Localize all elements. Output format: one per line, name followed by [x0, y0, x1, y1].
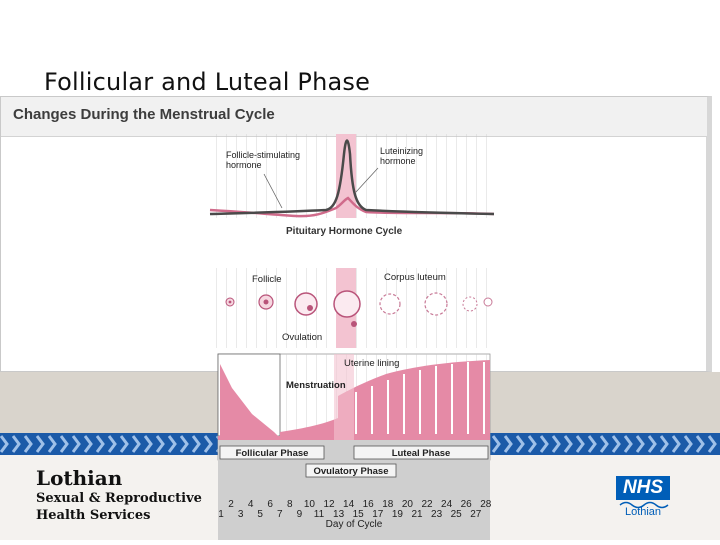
lining-glands [355, 362, 485, 434]
hormone-panel: Follicle-stimulating hormone Luteinizing… [209, 134, 495, 237]
lh-curve [209, 139, 495, 216]
nhs-logo: NHS Lothian [612, 476, 674, 524]
day-number: 15 [353, 509, 365, 520]
lh-label-line2: hormone [380, 156, 416, 166]
ovulation-label: Ovulation [282, 332, 322, 343]
day-number: 19 [392, 509, 404, 520]
day-number: 24 [441, 499, 453, 510]
growing-lining [280, 418, 338, 436]
diagram-svg: Follicle-stimulating hormone Luteinizing… [209, 134, 495, 540]
figure-title: Changes During the Menstrual Cycle [13, 106, 275, 123]
day-number: 27 [470, 509, 482, 520]
figure-header: Changes During the Menstrual Cycle [1, 97, 707, 137]
day-number: 5 [257, 509, 263, 520]
day-number: 17 [372, 509, 384, 520]
corpus-luteum-label: Corpus luteum [384, 272, 446, 283]
day-number: 20 [402, 499, 414, 510]
released-egg-icon [351, 321, 357, 327]
org-subtitle-2: Health Services [36, 508, 151, 523]
pituitary-caption: Pituitary Hormone Cycle [286, 226, 403, 237]
day-number: 10 [304, 499, 316, 510]
slide-title: Follicular and Luteal Phase [44, 68, 371, 96]
nhs-wave-icon [619, 501, 669, 509]
day-number: 11 [314, 509, 325, 520]
day-number: 21 [411, 509, 423, 520]
org-subtitle-1: Sexual & Reproductive [36, 491, 202, 506]
uterine-lining-label: Uterine lining [344, 358, 399, 369]
day-number: 13 [333, 509, 345, 520]
day-number: 8 [287, 499, 293, 510]
corpus-luteum-icon-1 [379, 293, 401, 315]
follicular-phase-label: Follicular Phase [236, 448, 309, 459]
fsh-curve [209, 196, 495, 218]
day-number: 2 [228, 499, 234, 510]
phase-bars: Follicular Phase Luteal Phase Ovulatory … [218, 440, 490, 498]
menstruation-lining [220, 364, 278, 436]
day-number: 25 [451, 509, 463, 520]
day-number: 6 [267, 499, 273, 510]
nhs-subtitle: Lothian [624, 506, 662, 518]
day-number: 12 [323, 499, 335, 510]
mature-follicle-icon [333, 290, 361, 318]
day-number: 9 [297, 509, 303, 520]
ovulatory-phase-label: Ovulatory Phase [314, 466, 389, 477]
day-number: 23 [431, 509, 443, 520]
nhs-logo-box: NHS [616, 476, 670, 500]
ovulatory-phase-bar [305, 463, 397, 478]
follicle-stage-3-icon [294, 292, 318, 316]
ovary-panel: Follicle Corpus luteum Ovulation [210, 268, 494, 348]
day-number: 4 [248, 499, 254, 510]
menstrual-cycle-diagram: Follicle-stimulating hormone Luteinizing… [206, 134, 498, 545]
fsh-label-line2: hormone [226, 160, 262, 170]
fsh-pointer [263, 173, 283, 209]
org-logo-text: Lothian Sexual & Reproductive Health Ser… [36, 466, 202, 524]
follicle-label: Follicle [252, 274, 282, 285]
day-number: 16 [363, 499, 375, 510]
day-number: 18 [382, 499, 394, 510]
follicular-phase-bar [219, 445, 325, 460]
org-name: Lothian [36, 466, 123, 490]
day-number: 28 [480, 499, 492, 510]
day-number: 7 [277, 509, 283, 520]
day-number: 26 [461, 499, 473, 510]
luteal-phase-label: Luteal Phase [392, 448, 451, 459]
day-number: 3 [238, 509, 244, 520]
lh-pointer [355, 167, 379, 193]
corpus-luteum-icon-2 [424, 292, 448, 316]
corpus-luteum-icon-4 [483, 297, 493, 307]
day-number: 22 [421, 499, 433, 510]
lh-label-line1: Luteinizing [380, 146, 423, 156]
luteal-phase-bar [353, 445, 489, 460]
day-number: 14 [343, 499, 355, 510]
corpus-luteum-icon-3 [462, 296, 478, 312]
ovulation-band-uterus [334, 354, 354, 460]
day-of-cycle-label: Day of Cycle [326, 519, 383, 530]
day-number: 1 [218, 509, 224, 520]
fsh-label-line1: Follicle-stimulating [226, 150, 300, 160]
menstruation-label: Menstruation [286, 380, 346, 391]
